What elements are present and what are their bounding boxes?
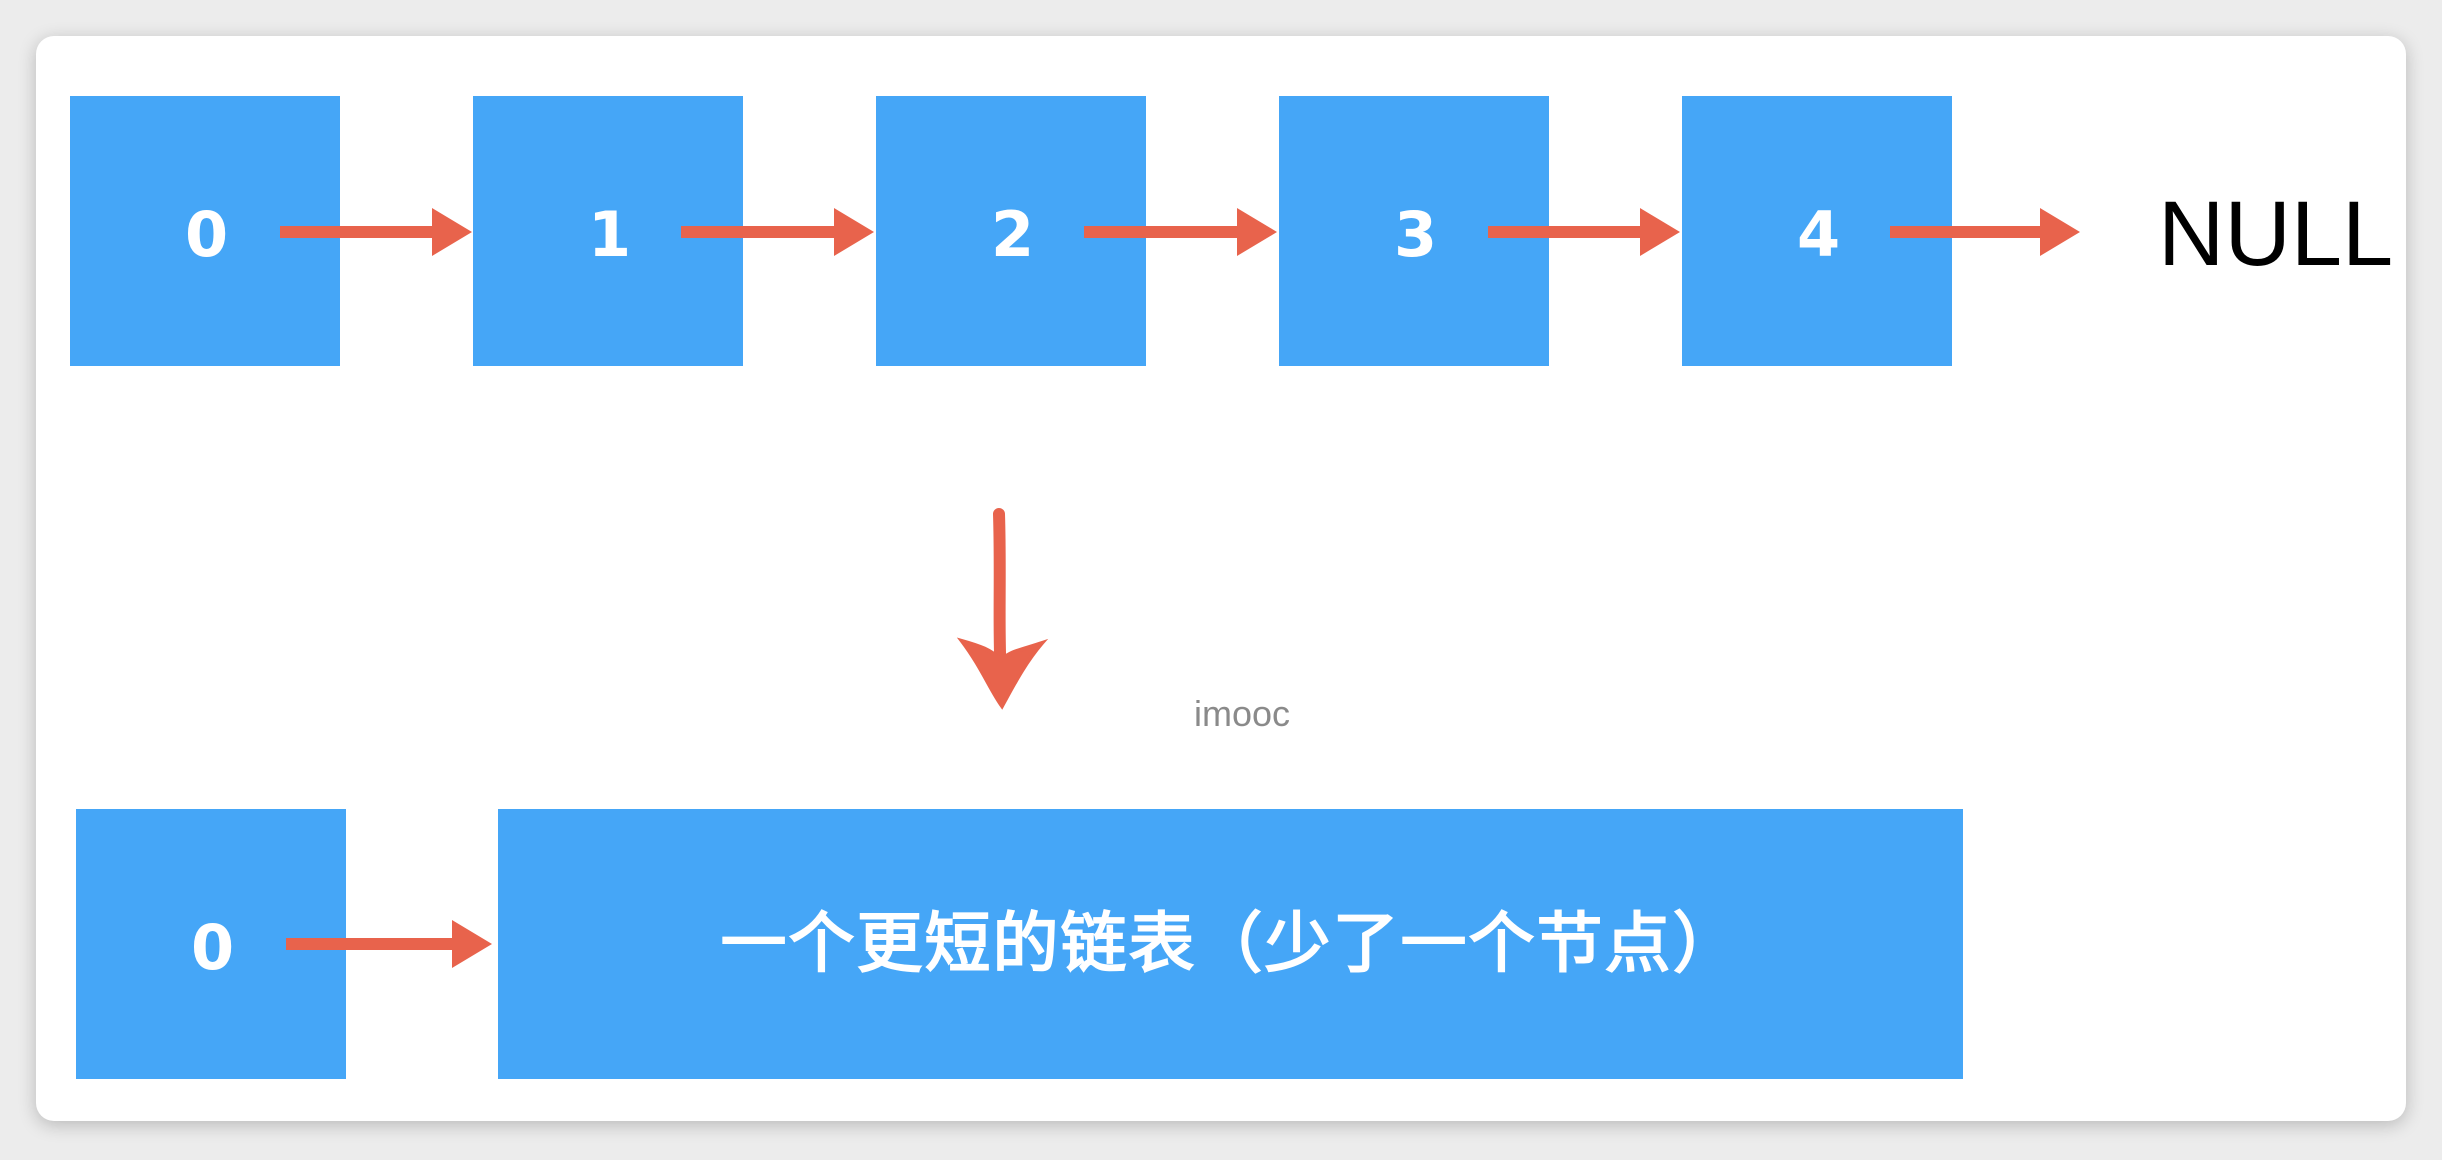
node-value: 2 [991,198,1035,271]
list-node-1: 1 [473,96,743,366]
node-value: 3 [1394,198,1438,271]
arrow-down-transform [956,508,1049,710]
node-value: 0 [191,911,235,984]
node-value: 1 [588,198,632,271]
watermark-text: imooc [1194,693,1291,734]
null-terminal: NULL [2158,183,2394,285]
node-value: 0 [185,198,229,271]
list-node-3: 3 [1279,96,1549,366]
list-node-4: 4 [1682,96,1952,366]
diagram-card: 0 1 2 3 4 NULL imooc 0 一个更短的链表（少了一个节点） [36,36,2406,1121]
shorter-list-node: 一个更短的链表（少了一个节点） [498,809,1963,1079]
shorter-list-label: 一个更短的链表（少了一个节点） [720,905,1741,982]
bottom-head-node: 0 [76,809,346,1079]
list-node-2: 2 [876,96,1146,366]
list-node-0: 0 [70,96,340,366]
node-value: 4 [1797,198,1841,271]
